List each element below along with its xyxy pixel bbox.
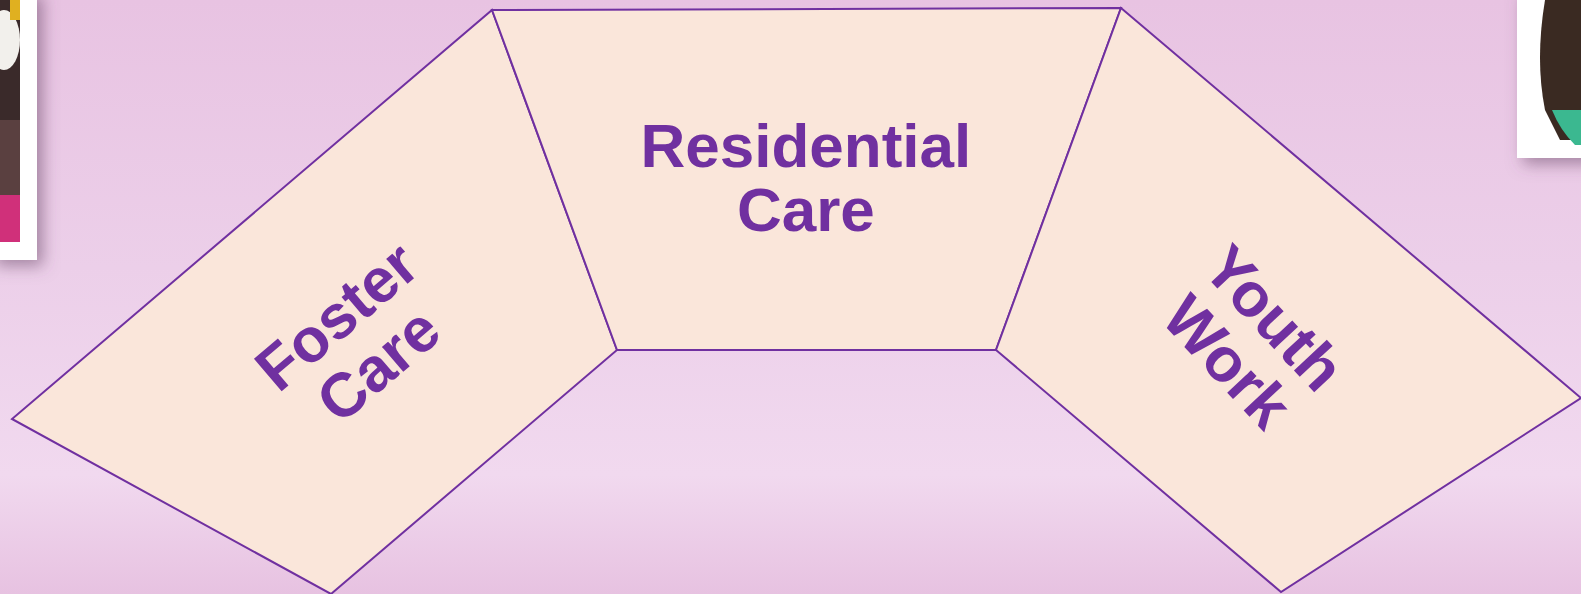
photo-left [0, 0, 37, 260]
youth-work-panel: Youth Work [996, 8, 1581, 592]
panel-label: Residential Care [641, 114, 972, 242]
panel-shape [996, 8, 1581, 592]
photo-right [1517, 0, 1581, 158]
